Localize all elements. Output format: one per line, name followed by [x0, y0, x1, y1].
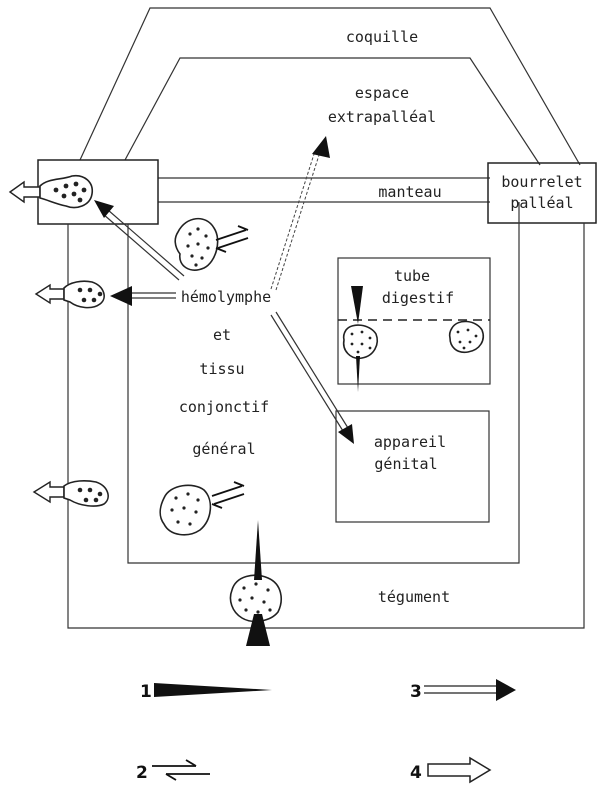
exit-cell-lower: [34, 481, 108, 506]
label-digestif: digestif: [382, 289, 454, 307]
label-bourrelet: bourrelet: [501, 173, 582, 191]
label-extrapalleal: extrapalléal: [328, 108, 436, 126]
label-hemolymphe: hémolymphe: [181, 288, 271, 306]
label-et: et: [213, 326, 231, 344]
legend-symbol-3-double-arrow: [424, 679, 516, 701]
arrow-to-genital: [271, 312, 354, 444]
bourrelet-box: [488, 163, 596, 223]
label-manteau: manteau: [378, 183, 441, 201]
label-tegument: tégument: [378, 588, 450, 606]
wedge-tube-digestif: [351, 286, 363, 324]
legend-symbol-2-exchange: [152, 760, 210, 780]
legend-number-4: 4: [410, 763, 422, 783]
arrow-to-mantle-box: [94, 200, 184, 280]
label-tube: tube: [394, 267, 430, 285]
legend-symbol-1-wedge: [154, 683, 272, 697]
cell-tube-left: [344, 325, 378, 358]
label-general: général: [192, 440, 255, 458]
arrow-to-extrapalleal: [271, 136, 330, 290]
label-coquille: coquille: [346, 28, 418, 46]
legend-number-1: 1: [140, 682, 152, 702]
wedge-tube-digestif-lower: [356, 356, 360, 392]
wedge-tegument-upper: [254, 520, 262, 580]
legend-symbol-4-hollow-arrow: [428, 758, 490, 782]
cell-hemolymph-top: [175, 219, 217, 270]
label-espace: espace: [355, 84, 409, 102]
cell-hemolymph-bottom: [160, 485, 210, 534]
exit-cell-mantle: [10, 176, 92, 208]
tegument-box: [68, 223, 584, 628]
legend-number-2: 2: [136, 763, 148, 783]
coquille-outline: [80, 8, 580, 165]
exit-cell-middle: [36, 281, 104, 307]
exchange-arrow-bottom: [212, 482, 244, 508]
label-tissu: tissu: [199, 360, 244, 378]
legend-number-3: 3: [410, 682, 422, 702]
label-genital: génital: [374, 455, 437, 473]
arrow-to-hemolymph-left: [110, 286, 176, 306]
exchange-arrow-top: [216, 226, 248, 252]
cell-tube-right: [450, 321, 484, 352]
label-palleal: palléal: [510, 194, 573, 212]
label-conjonctif: conjonctif: [179, 398, 269, 416]
label-appareil: appareil: [374, 433, 446, 451]
